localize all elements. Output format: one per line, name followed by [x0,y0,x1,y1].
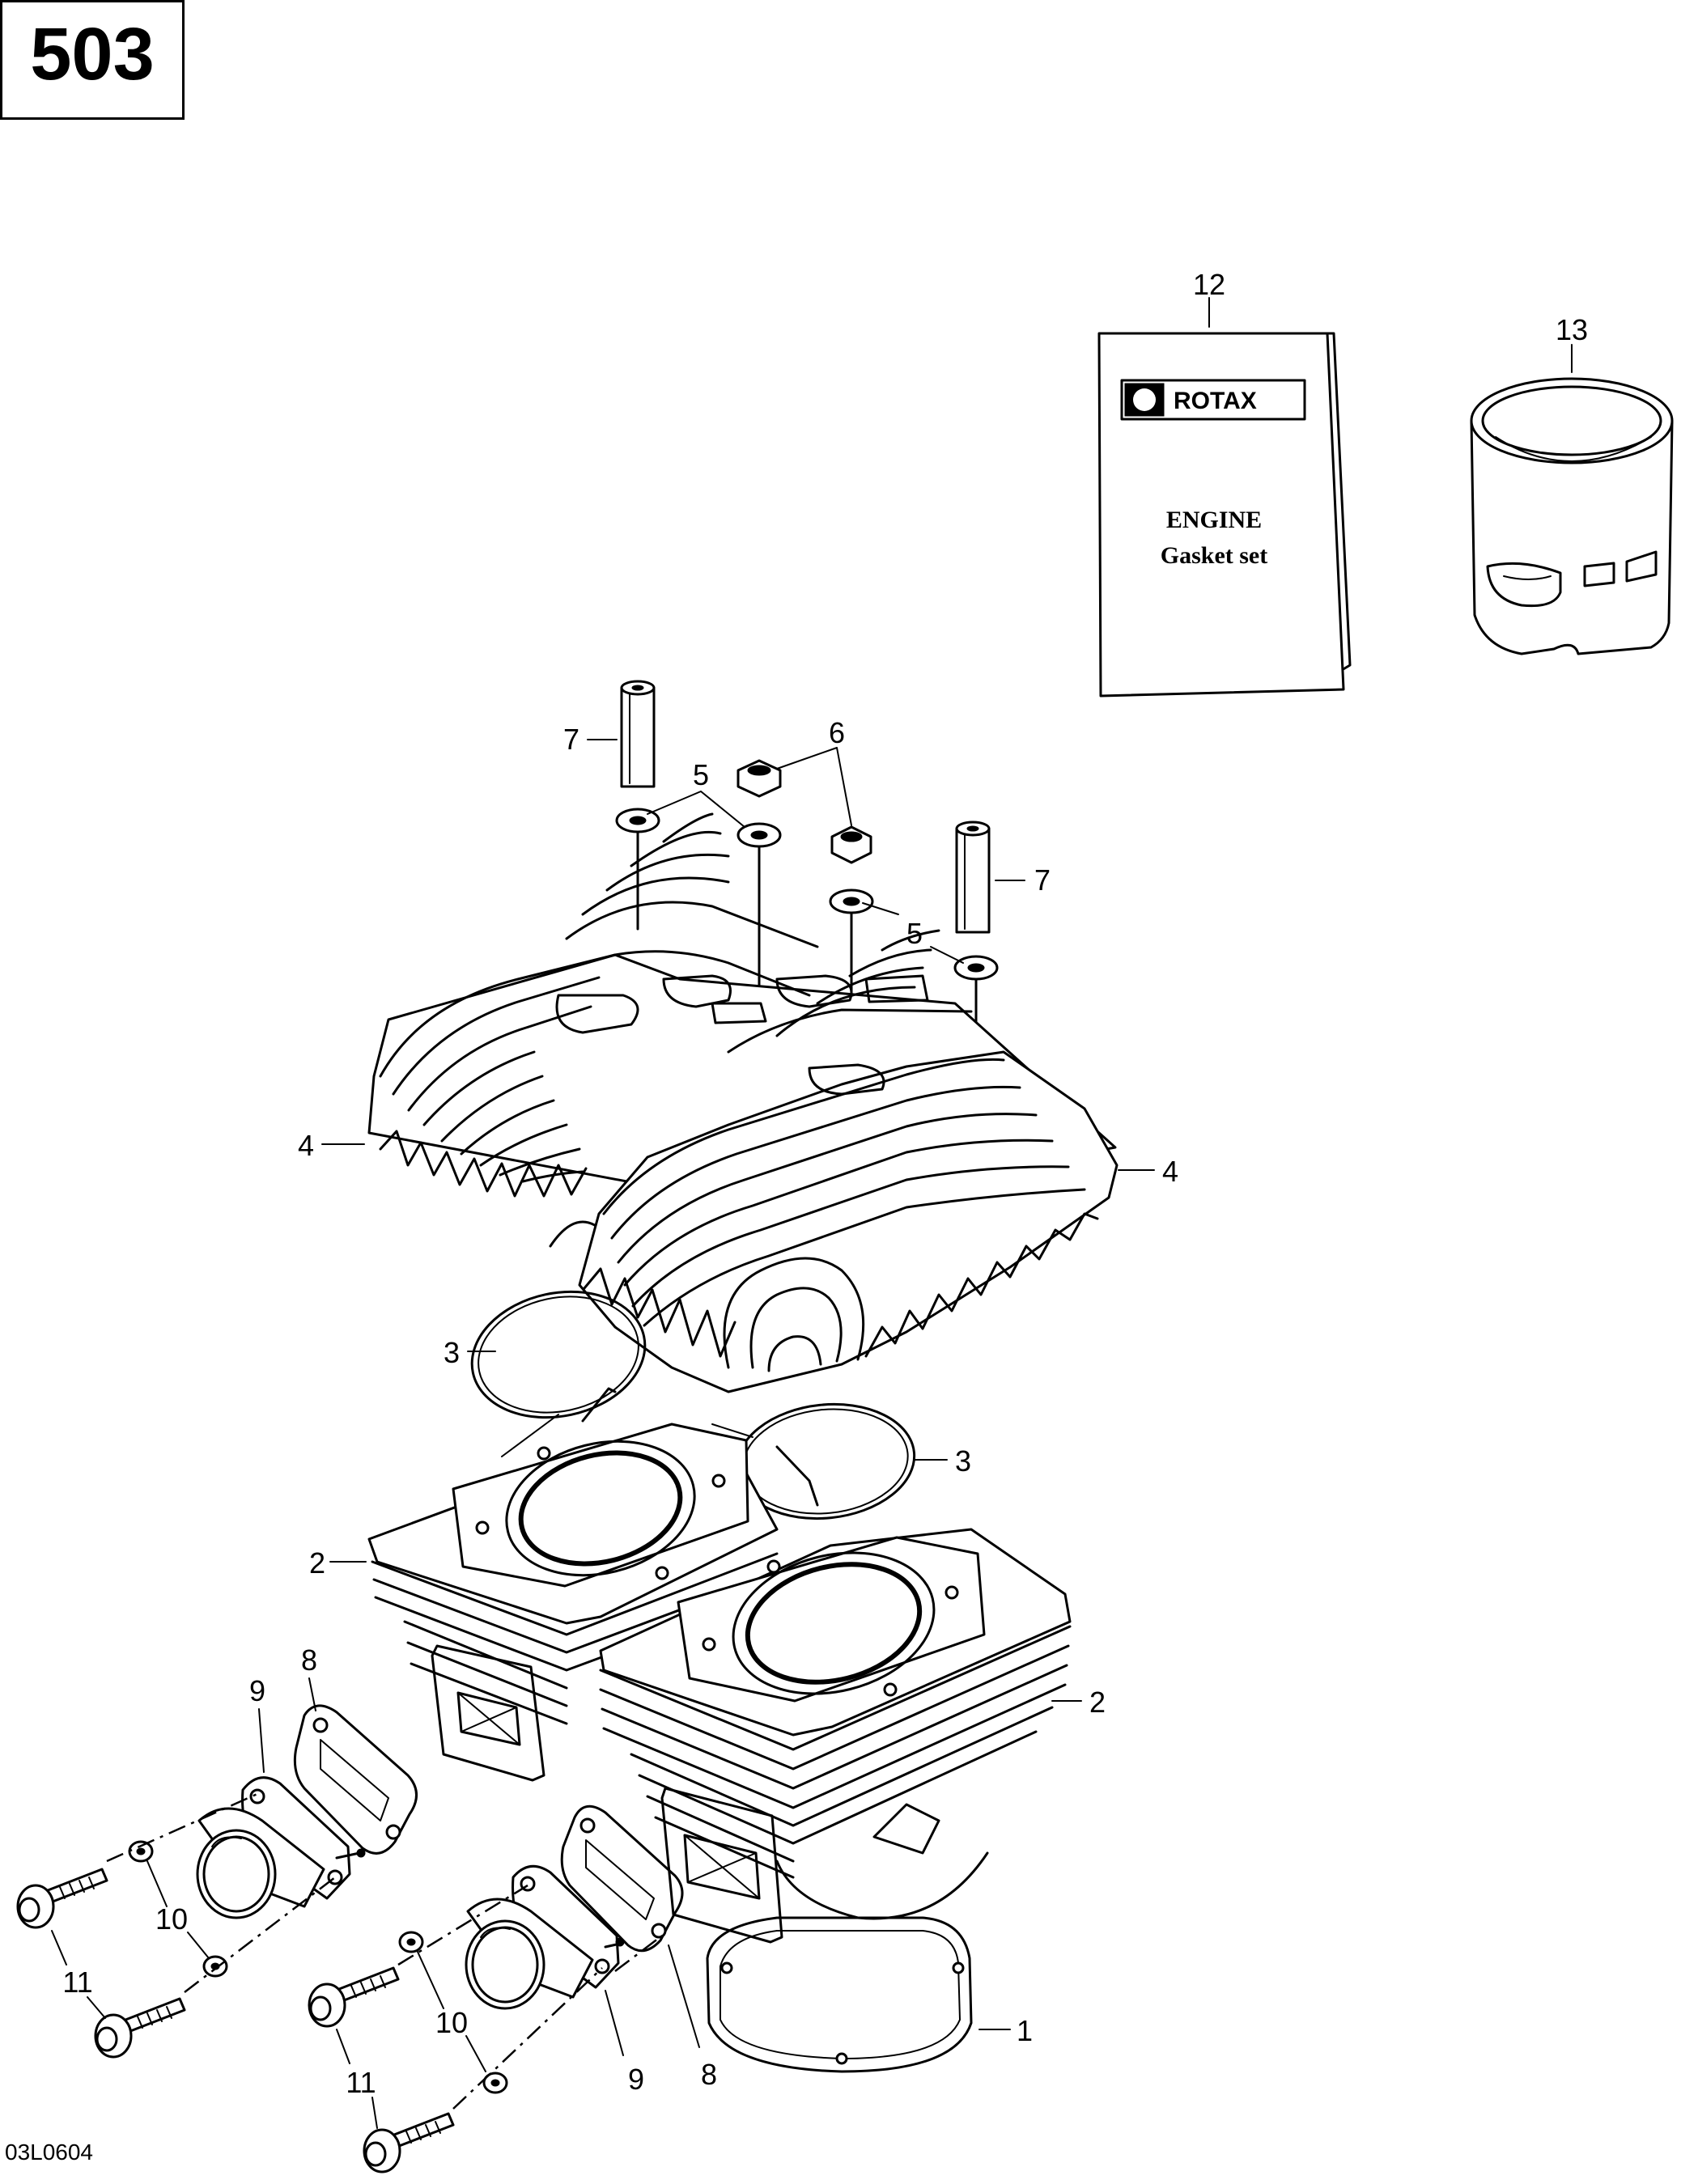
callout-2-right: 2 [1089,1686,1106,1719]
intake-screws-right [308,1884,663,2173]
callout-3-left: 3 [444,1336,460,1369]
callout-5-left: 5 [693,758,709,791]
callout-5-right: 5 [906,917,923,950]
head-gasket-rear [470,1290,647,1423]
callout-7-left: 7 [563,723,579,756]
cylinder-rear [367,1423,779,1782]
callout-6: 6 [829,716,845,749]
sleeve-nut-right [955,827,991,934]
cylinder-head-front [578,929,1119,1393]
callout-12: 12 [1193,268,1225,301]
callout-9-right: 9 [628,2063,644,2096]
rotax-logo-text: ROTAX [1174,388,1257,414]
cylinder-sleeve [1470,377,1674,655]
engine-model-number: 503 [30,13,155,95]
leader-lines [51,297,1573,2129]
callout-7-right: 7 [1034,863,1051,897]
callout-4-left: 4 [298,1129,314,1162]
callout-11-left: 11 [62,1966,92,1999]
callout-4-right: 4 [1162,1155,1178,1188]
callout-11-right: 11 [346,2066,376,2099]
cylinder-front [599,1528,1072,1944]
callout-13: 13 [1556,313,1588,346]
manual-title-line1: ENGINE [1166,507,1262,533]
intake-gasket-right [560,1804,684,1953]
callout-1: 1 [1017,2014,1033,2047]
callout-8-left: 8 [301,1643,317,1677]
callout-10-left: 10 [155,1902,188,1936]
intake-screws-left [16,1792,336,2059]
callout-8-right: 8 [701,2058,717,2091]
callout-10-right: 10 [435,2006,468,2039]
manual-title-line2: Gasket set [1161,542,1267,569]
callout-2-left: 2 [309,1546,325,1580]
callout-9-left: 9 [249,1674,265,1707]
gasket-set-manual: ROTAX ENGINE Gasket set [1097,332,1352,698]
callout-labels: 12 13 7 5 6 7 5 4 4 3 3 2 2 1 8 9 10 11 … [62,268,1588,2099]
callout-3-right: 3 [955,1444,971,1478]
intake-flange-right [465,1864,625,2010]
sleeve-nut-left [620,686,656,788]
intake-gasket-left [293,1704,418,1855]
reference-code: 03L0604 [5,2139,94,2165]
engine-model-box: 503 [0,0,185,120]
intake-flange-left [196,1776,366,1919]
base-gasket [706,1916,973,2073]
